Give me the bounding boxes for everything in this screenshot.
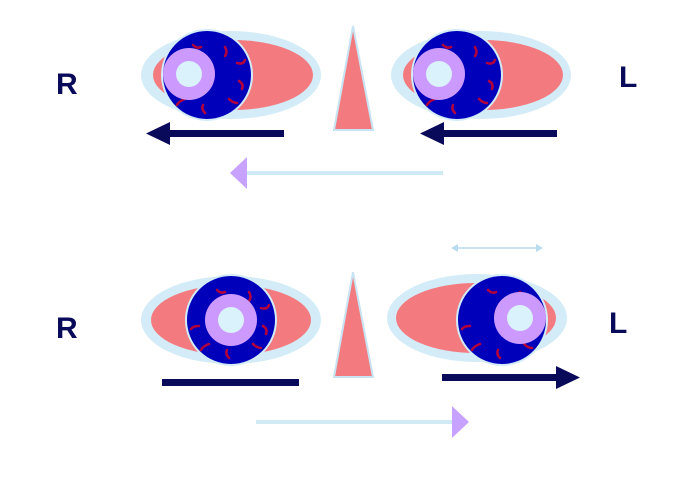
top-row [141, 25, 571, 189]
top-right-eye [141, 29, 321, 121]
right-eye-label-top: R [56, 68, 78, 101]
top-left-eye-arrow [420, 122, 557, 145]
top-right-eye-arrow [146, 122, 284, 145]
bottom-gaze-arrow [256, 406, 469, 438]
bottom-right-eye-bar [162, 379, 299, 386]
top-gaze-arrow [230, 157, 443, 189]
left-eye-label-top: L [619, 61, 638, 94]
nose [332, 271, 375, 378]
pupil [218, 307, 244, 333]
pupil [176, 61, 202, 87]
bottom-right-eye [141, 274, 321, 366]
nose [332, 25, 375, 131]
bottom-left-eye [387, 274, 567, 366]
left-eye-label-bottom: L [609, 307, 628, 340]
double-headed-arrow [451, 244, 543, 252]
top-left-eye [391, 29, 571, 121]
pupil [426, 61, 452, 87]
pupil [507, 305, 533, 331]
bottom-left-eye-arrow [442, 366, 580, 389]
right-eye-label-bottom: R [56, 312, 78, 345]
bottom-row [141, 271, 580, 438]
